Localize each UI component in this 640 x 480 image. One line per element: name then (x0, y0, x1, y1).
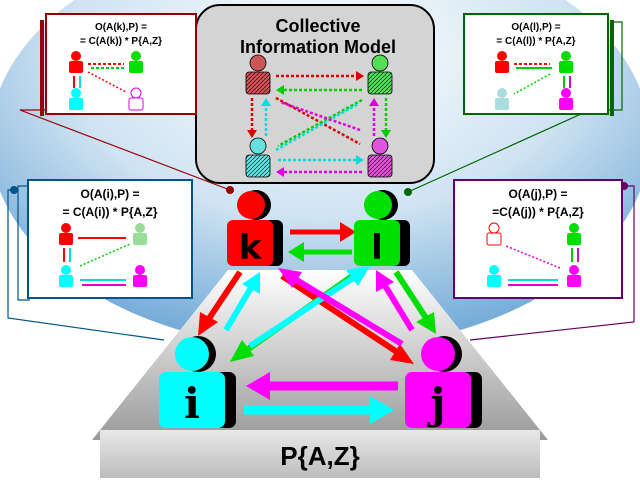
connector-i-dot (10, 186, 18, 194)
collective-model-box: Collective Information Model (195, 4, 435, 184)
agent-k: k (227, 190, 283, 268)
model-arrow-j-k (279, 100, 361, 132)
connector-k-dot (226, 186, 234, 194)
model-title-line1: Collective (275, 16, 360, 36)
inset-k-line1: O(A(k),P) = (95, 22, 147, 33)
inset-k-figures (69, 51, 144, 111)
inset-l-line1: O(A(l),P) = (511, 22, 560, 33)
arrow-j-k (288, 273, 404, 347)
agent-l: l (354, 190, 410, 268)
arrow-k-j (280, 273, 402, 357)
agent-i-label: i (184, 379, 200, 428)
model-arrow-l-i (277, 98, 363, 148)
arrow-k-i (205, 270, 243, 322)
model-arrow-k-j (275, 96, 361, 146)
model-figure-i (245, 137, 271, 178)
agent-k-label: k (239, 228, 263, 268)
model-figure-l (367, 54, 393, 95)
inset-j-line2: =C(A(j)) * P{A,Z} (492, 205, 584, 219)
connector-i-bracket (17, 185, 30, 301)
inset-j-line1: O(A(j),P) = (509, 187, 568, 201)
inset-l-line2: = C(A(l)) * P{A,Z} (496, 36, 575, 47)
arrow-j-l (381, 282, 415, 332)
inset-i: O(A(i),P) = = C(A(i)) * P{A,Z} (27, 179, 193, 299)
connector-l-dot (404, 188, 412, 196)
agent-arrows (198, 222, 436, 424)
agent-l-label: l (371, 228, 383, 268)
agent-j: j (405, 336, 482, 428)
agent-j-label: j (426, 379, 445, 428)
platform-base (100, 430, 540, 478)
model-figure-j (367, 137, 393, 178)
inset-j: O(A(j),P) = =C(A(j)) * P{A,Z} (453, 179, 623, 299)
arrow-i-l (248, 273, 358, 349)
inset-l-figures (495, 51, 573, 110)
base-label: P{A,Z} (280, 441, 359, 471)
arrow-l-j (393, 270, 429, 320)
inset-i-figures (59, 223, 147, 287)
inset-k-line2: = C(A(k)) * P{A,Z} (80, 36, 162, 47)
connector-j (469, 185, 635, 341)
agent-i: i (159, 336, 236, 428)
connector-l (407, 21, 623, 193)
inset-l: O(A(l),P) = = C(A(l)) * P{A,Z} (463, 13, 614, 116)
inset-k: O(A(k),P) = = C(A(k)) * P{A,Z} (40, 13, 197, 116)
model-figure-k (245, 54, 271, 95)
arrow-i-k (223, 284, 255, 332)
model-title-line2: Information Model (240, 37, 396, 57)
inset-j-figures (486, 222, 581, 287)
inset-i-line1: O(A(i),P) = (81, 187, 140, 201)
model-arrow-i-l (275, 102, 359, 152)
inset-i-line2: = C(A(i)) * P{A,Z} (62, 205, 157, 219)
model-arrows (247, 71, 391, 177)
